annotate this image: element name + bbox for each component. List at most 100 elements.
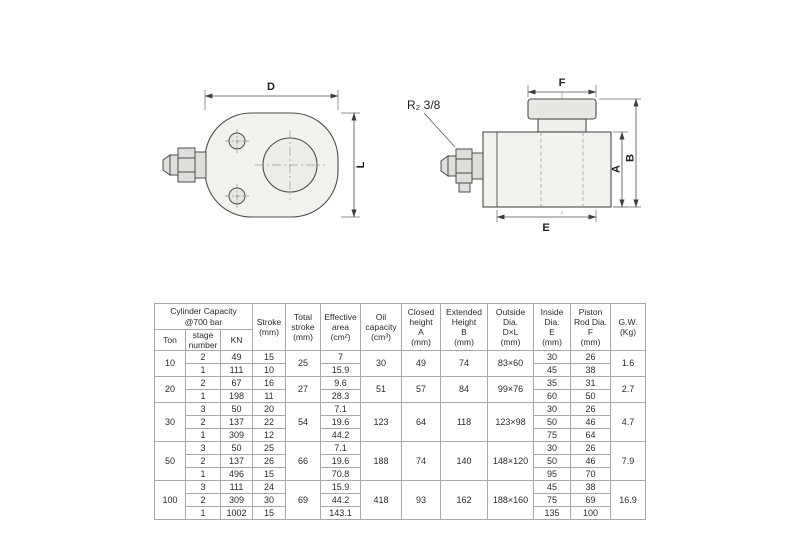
stage-cell: 2 xyxy=(185,493,221,508)
stroke-cell: 16 xyxy=(252,376,286,391)
extended-height-cell: 162 xyxy=(440,480,488,521)
kn-cell: 67 xyxy=(220,376,253,391)
total-stroke-cell: 54 xyxy=(285,402,321,443)
front-view: D L xyxy=(162,81,367,218)
kn-cell: 111 xyxy=(220,480,253,495)
ton-header: Ton xyxy=(154,328,186,352)
inside-dia-cell: 60 xyxy=(533,389,571,404)
stage-cell: 1 xyxy=(185,506,221,521)
port-leader-line xyxy=(423,112,456,148)
stroke-cell: 22 xyxy=(252,415,286,430)
stroke-cell: 11 xyxy=(252,389,286,404)
dim-label-L: L xyxy=(355,161,367,168)
stroke-cell: 15 xyxy=(252,467,286,482)
extended-height-header: Extended Height B (mm) xyxy=(440,302,488,352)
gw-cell: 1.6 xyxy=(610,350,646,378)
rod-dia-cell: 64 xyxy=(570,428,611,443)
rod-dia-cell: 31 xyxy=(570,376,611,391)
capacity-group-header: Cylinder Capacity @700 bar xyxy=(154,303,253,330)
effective-area-cell: 28.3 xyxy=(320,389,361,404)
inside-dia-cell: 30 xyxy=(533,402,571,417)
oil-capacity-header: Oil capacity (cm³) xyxy=(360,302,402,352)
spec-table: Cylinder Capacity @700 bar Stroke (mm) T… xyxy=(154,302,646,521)
oil-capacity-cell: 188 xyxy=(360,441,402,482)
kn-header: KN xyxy=(220,328,253,352)
rod-dia-cell: 100 xyxy=(570,506,611,521)
kn-cell: 50 xyxy=(220,441,253,456)
stroke-cell: 30 xyxy=(252,493,286,508)
inside-dia-cell: 30 xyxy=(533,350,571,365)
ton-cell: 10 xyxy=(154,350,186,378)
total-stroke-header: Total stroke (mm) xyxy=(285,302,321,352)
effective-area-cell: 19.6 xyxy=(320,415,361,430)
kn-cell: 50 xyxy=(220,402,253,417)
kn-cell: 137 xyxy=(220,454,253,469)
kn-cell: 496 xyxy=(220,467,253,482)
stroke-cell: 15 xyxy=(252,506,286,521)
kn-cell: 49 xyxy=(220,350,253,365)
closed-height-cell: 49 xyxy=(401,350,441,378)
table-header-row-2: Ton stage number KN xyxy=(154,328,646,352)
stroke-cell: 10 xyxy=(252,363,286,378)
stage-cell: 3 xyxy=(185,441,221,456)
outside-dia-cell: 83×60 xyxy=(487,350,534,378)
outside-dia-cell: 99×76 xyxy=(487,376,534,404)
rod-dia-cell: 26 xyxy=(570,402,611,417)
dim-label-D: D xyxy=(267,81,275,93)
effective-area-cell: 44.2 xyxy=(320,428,361,443)
extended-height-cell: 140 xyxy=(440,441,488,482)
rod-dia-cell: 38 xyxy=(570,480,611,495)
stage-header: stage number xyxy=(185,328,221,352)
closed-height-cell: 74 xyxy=(401,441,441,482)
port-thread-label: R₂ 3/8 xyxy=(407,98,441,112)
inside-dia-cell: 75 xyxy=(533,428,571,443)
effective-area-cell: 70.8 xyxy=(320,467,361,482)
gw-cell: 16.9 xyxy=(610,480,646,521)
saddle xyxy=(527,98,597,120)
gw-cell: 7.9 xyxy=(610,441,646,482)
dimension-A: A xyxy=(611,131,628,208)
gw-cell: 4.7 xyxy=(610,402,646,443)
inside-dia-cell: 45 xyxy=(533,480,571,495)
effective-area-cell: 7.1 xyxy=(320,402,361,417)
stage-cell: 1 xyxy=(185,467,221,482)
extended-height-cell: 74 xyxy=(440,350,488,378)
total-stroke-cell: 69 xyxy=(285,480,321,521)
outside-dia-header: Outside Dia. D×L (mm) xyxy=(487,302,534,352)
stroke-cell: 26 xyxy=(252,454,286,469)
extended-height-cell: 118 xyxy=(440,402,488,443)
inside-dia-cell: 95 xyxy=(533,467,571,482)
effective-area-header: Effective area (cm²) xyxy=(320,302,361,352)
mounting-hole-bottom xyxy=(225,184,249,208)
dim-label-B: B xyxy=(625,154,637,162)
plunger xyxy=(537,118,587,133)
rod-dia-cell: 26 xyxy=(570,441,611,456)
outside-dia-cell: 148×120 xyxy=(487,441,534,482)
dim-label-A: A xyxy=(611,165,623,173)
outside-dia-cell: 188×160 xyxy=(487,480,534,521)
cylinder-body-side xyxy=(482,131,612,208)
stage-cell: 2 xyxy=(185,350,221,365)
total-stroke-cell: 27 xyxy=(285,376,321,404)
dimension-D: D xyxy=(204,81,339,110)
hydraulic-coupler-side xyxy=(440,148,484,193)
inside-dia-cell: 75 xyxy=(533,493,571,508)
oil-capacity-cell: 30 xyxy=(360,350,402,378)
stage-cell: 1 xyxy=(185,363,221,378)
rod-dia-cell: 38 xyxy=(570,363,611,378)
technical-drawings: D L R₂ 3/8 xyxy=(162,77,641,234)
effective-area-cell: 15.9 xyxy=(320,363,361,378)
closed-height-header: Closed height A (mm) xyxy=(401,302,441,352)
effective-area-cell: 7.1 xyxy=(320,441,361,456)
dim-label-F: F xyxy=(559,77,566,89)
